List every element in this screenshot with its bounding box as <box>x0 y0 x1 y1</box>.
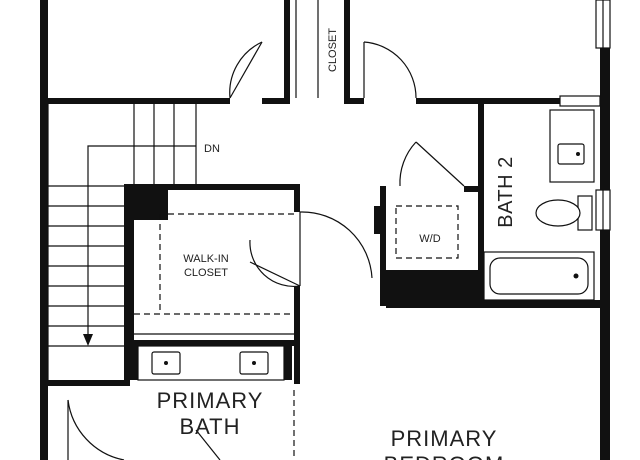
walk-in-closet: WALK-IN CLOSET <box>134 213 294 335</box>
primary-bedroom-label-2: BEDROOM <box>384 452 505 460</box>
primary-bath-label-2: BATH <box>179 414 240 439</box>
bath2-label: BATH 2 <box>495 156 517 228</box>
windows <box>559 0 611 231</box>
top-closet: CLOSET <box>295 0 339 98</box>
stairs: DN <box>47 104 220 380</box>
dn-label: DN <box>204 143 220 155</box>
walkin-label-1: WALK-IN <box>183 253 228 265</box>
bath2: W/D BATH 2 <box>395 109 595 301</box>
primary-bedroom: PRIMARY BEDROOM <box>384 426 505 460</box>
wd-label: W/D <box>419 233 440 245</box>
primary-bath: PRIMARY BATH <box>137 345 295 460</box>
doors <box>67 41 465 460</box>
primary-bath-label-1: PRIMARY <box>157 388 264 413</box>
primary-bedroom-label-1: PRIMARY <box>391 426 498 451</box>
walls <box>40 0 610 460</box>
walkin-label-2: CLOSET <box>184 267 228 279</box>
closet-label: CLOSET <box>327 28 339 72</box>
